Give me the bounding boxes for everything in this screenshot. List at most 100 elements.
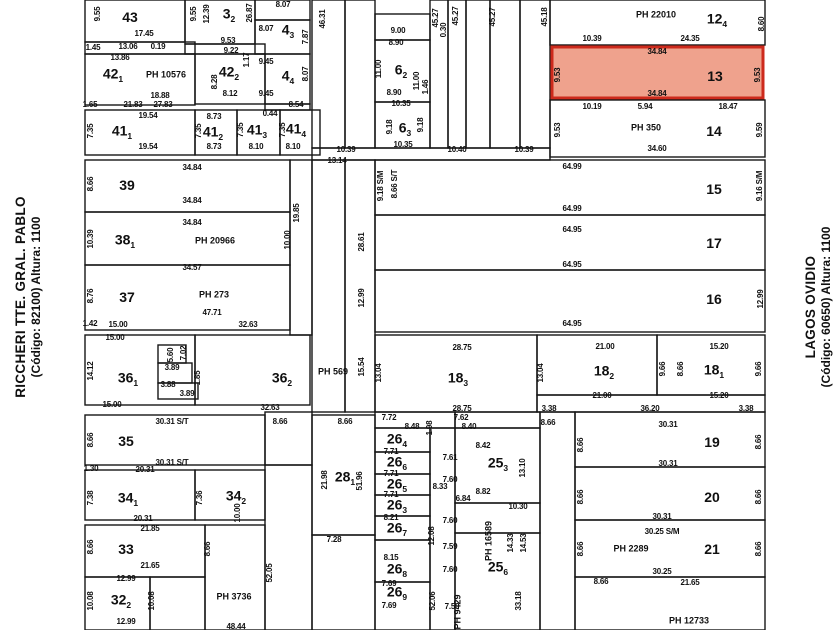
lot-number: 341 — [117, 489, 139, 509]
parcel[interactable] — [149, 576, 206, 630]
dimension-label: 13.14 — [327, 156, 347, 165]
dimension-label: 9.53 — [553, 122, 562, 138]
dimension-label: 14.53 — [519, 533, 528, 553]
dimension-label: 17.45 — [134, 29, 154, 38]
lot-number: 263 — [386, 496, 408, 516]
lot-number: 411 — [111, 122, 133, 142]
dimension-label: 9.55 — [189, 6, 198, 22]
lot-number: 281 — [334, 468, 356, 488]
parcel[interactable] — [157, 382, 199, 400]
parcel-25-6[interactable] — [454, 532, 541, 630]
dimension-label: 30.31 S/T — [155, 458, 189, 467]
dimension-label: 8.82 — [475, 487, 491, 496]
parcel-12-4[interactable] — [549, 0, 766, 46]
dimension-label: 15.00 — [105, 333, 125, 342]
lot-number: 422 — [218, 63, 240, 83]
parcel-16[interactable] — [374, 269, 766, 333]
dimension-label: 8.10 — [248, 142, 264, 151]
dimension-label: 8.60 — [757, 16, 766, 32]
dimension-label: 30.25 S/M — [644, 527, 680, 536]
lot-number: 43 — [122, 9, 138, 25]
dimension-label: 7.71 — [383, 447, 399, 456]
dimension-label: 28.75 — [452, 404, 472, 413]
dimension-label: 8.07 — [258, 24, 274, 33]
dimension-label: 34.84 — [647, 89, 667, 98]
lot-number: 342 — [225, 487, 247, 507]
dimension-label: 13.04 — [536, 363, 545, 383]
dimension-label: 7.62 — [453, 413, 469, 422]
lot-number: 268 — [386, 560, 408, 580]
dimension-label: 8.66 — [203, 541, 212, 557]
dimension-label: 15.00 — [108, 320, 128, 329]
dimension-label: 0.44 — [262, 109, 278, 118]
lot-number: 17 — [706, 235, 722, 251]
dimension-label: 45.27 — [451, 6, 460, 26]
dimension-label: 20.31 — [133, 514, 153, 523]
dimension-label: 8.28 — [210, 74, 219, 90]
ph-label: PH 273 — [198, 289, 230, 300]
parcel[interactable] — [264, 464, 313, 630]
dimension-label: 9.18 — [416, 117, 425, 133]
dimension-label: 8.66 — [86, 539, 95, 555]
dimension-label: 32.63 — [260, 403, 280, 412]
dimension-label: 34.57 — [182, 263, 202, 272]
dimension-label: 7.71 — [383, 469, 399, 478]
lot-number: 39 — [119, 177, 135, 193]
parcel-36-2[interactable] — [194, 334, 311, 406]
street-label-left: RICCHERI TTE. GRAL. PABLO (Código: 82100… — [13, 127, 43, 467]
dimension-label: 64.99 — [562, 204, 582, 213]
ph-label: PH 12733 — [668, 615, 710, 626]
dimension-label: 8.66 S/T — [390, 169, 399, 199]
street-right-name: LAGOS OVIDIO — [803, 255, 818, 359]
dimension-label: 12.99 — [756, 289, 765, 309]
dimension-label: 34.84 — [647, 47, 667, 56]
dimension-label: 3.38 — [738, 404, 754, 413]
parcel-13[interactable] — [550, 45, 765, 100]
dimension-label: 9.66 — [754, 361, 763, 377]
dimension-label: 19.85 — [292, 203, 301, 223]
lot-number: 33 — [118, 541, 134, 557]
dimension-label: 8.48 — [404, 422, 420, 431]
parcel-41-4[interactable] — [279, 109, 321, 156]
dimension-label: 13.10 — [518, 458, 527, 478]
lot-number: 182 — [593, 362, 615, 382]
dimension-label: 14.12 — [86, 361, 95, 381]
dimension-label: 45.18 — [540, 7, 549, 27]
dimension-label: 8.66 — [576, 437, 585, 453]
dimension-label: 8.66 — [754, 489, 763, 505]
dimension-label: 51.96 — [355, 471, 364, 491]
dimension-label: 34.60 — [647, 144, 667, 153]
lot-number: 269 — [386, 583, 408, 603]
dimension-label: 10.39 — [86, 229, 95, 249]
dimension-label: 7.35 — [86, 123, 95, 139]
dimension-label: 5.94 — [637, 102, 653, 111]
dimension-label: 20.31 — [135, 465, 155, 474]
dimension-label: 27.83 — [153, 100, 173, 109]
dimension-label: 7.59 — [442, 542, 458, 551]
dimension-label: 8.42 — [475, 441, 491, 450]
ph-label: PH 3736 — [216, 591, 252, 602]
street-left-detail: (Código: 82100) Altura: 1100 — [29, 216, 43, 378]
lot-number: 43 — [281, 21, 295, 41]
dimension-label: 33.18 — [514, 591, 523, 611]
dimension-label: 8.66 — [86, 176, 95, 192]
lot-number: 264 — [386, 430, 408, 450]
dimension-label: 14.33 — [506, 533, 515, 553]
parcel-14[interactable] — [549, 99, 766, 158]
lot-number: 413 — [246, 121, 268, 141]
dimension-label: 13.06 — [118, 42, 138, 51]
dimension-label: 8.66 — [593, 577, 609, 586]
ph-label: PH 569 — [317, 366, 349, 377]
dimension-label: 28.75 — [452, 343, 472, 352]
dimension-label: 10.39 — [582, 34, 602, 43]
dimension-label: 9.66 — [658, 361, 667, 377]
dimension-label: 12.99 — [116, 617, 136, 626]
dimension-label: 12.99 — [116, 574, 136, 583]
dimension-label: 52.05 — [265, 563, 274, 583]
dimension-label: 21.00 — [592, 391, 612, 400]
dimension-label: 8.90 — [386, 88, 402, 97]
dimension-label: 0.19 — [150, 42, 166, 51]
dimension-label: 8.66 — [86, 432, 95, 448]
